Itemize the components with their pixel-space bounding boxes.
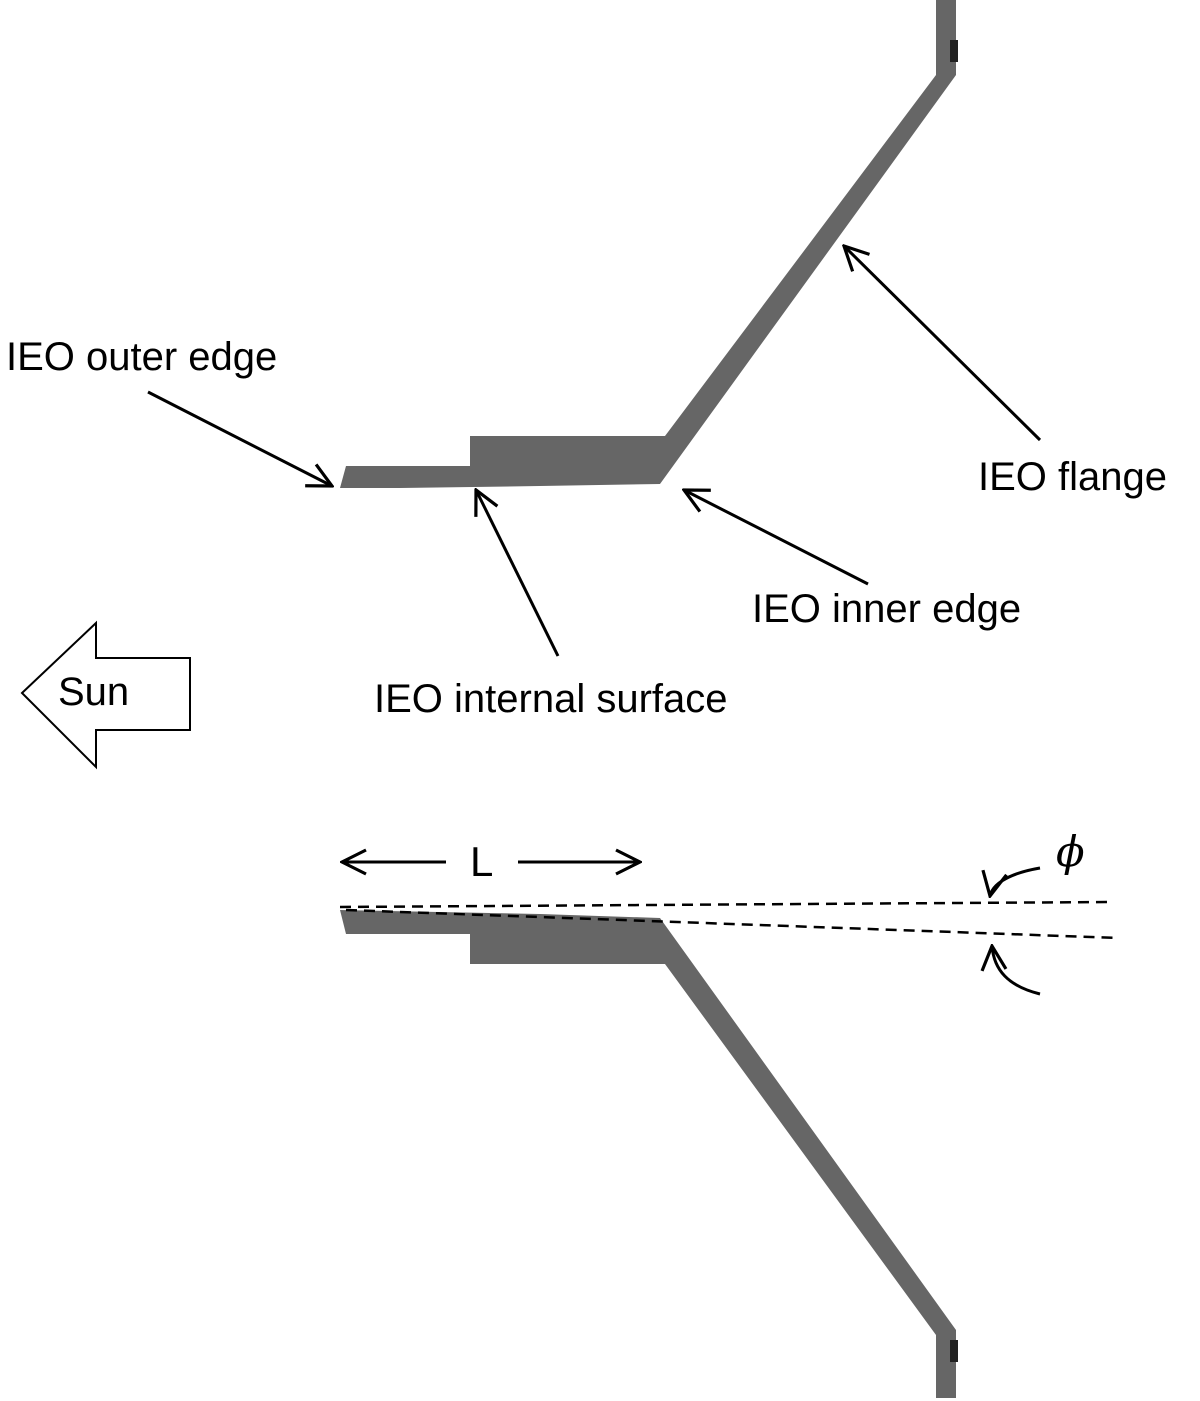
upper-mount-tab [950, 40, 958, 62]
lower-ieo-body [340, 910, 956, 1398]
lower-ieo-part [340, 910, 958, 1398]
internal-surface-leader-arrow [476, 490, 560, 657]
upper-ieo-body [340, 0, 956, 488]
angle-phi-label: ϕ [1056, 827, 1085, 876]
angle-indicator: ϕ [339, 827, 1119, 996]
outer-edge-label: IEO outer edge [6, 335, 277, 379]
internal-surface-label: IEO internal surface [374, 677, 728, 721]
angle-arrow-bottom [992, 946, 1041, 996]
sun-arrow-outline [20, 620, 191, 770]
flange-label: IEO flange [978, 455, 1167, 499]
length-dimension: L [342, 838, 640, 885]
reference-dashed-line-sloped [345, 908, 1119, 940]
inner-edge-leader-arrow [684, 490, 869, 586]
sun-label: Sun [58, 670, 129, 714]
outer-edge-leader-arrow [147, 390, 332, 486]
lower-mount-tab [950, 1340, 958, 1362]
inner-edge-label: IEO inner edge [752, 587, 1021, 631]
length-label: L [470, 838, 493, 885]
upper-ieo-part [340, 0, 958, 488]
reference-dashed-line-horizontal [339, 900, 1111, 909]
angle-arrow-top [990, 866, 1041, 896]
sun-arrow: Sun [20, 620, 191, 770]
flange-leader-arrow [844, 246, 1042, 442]
